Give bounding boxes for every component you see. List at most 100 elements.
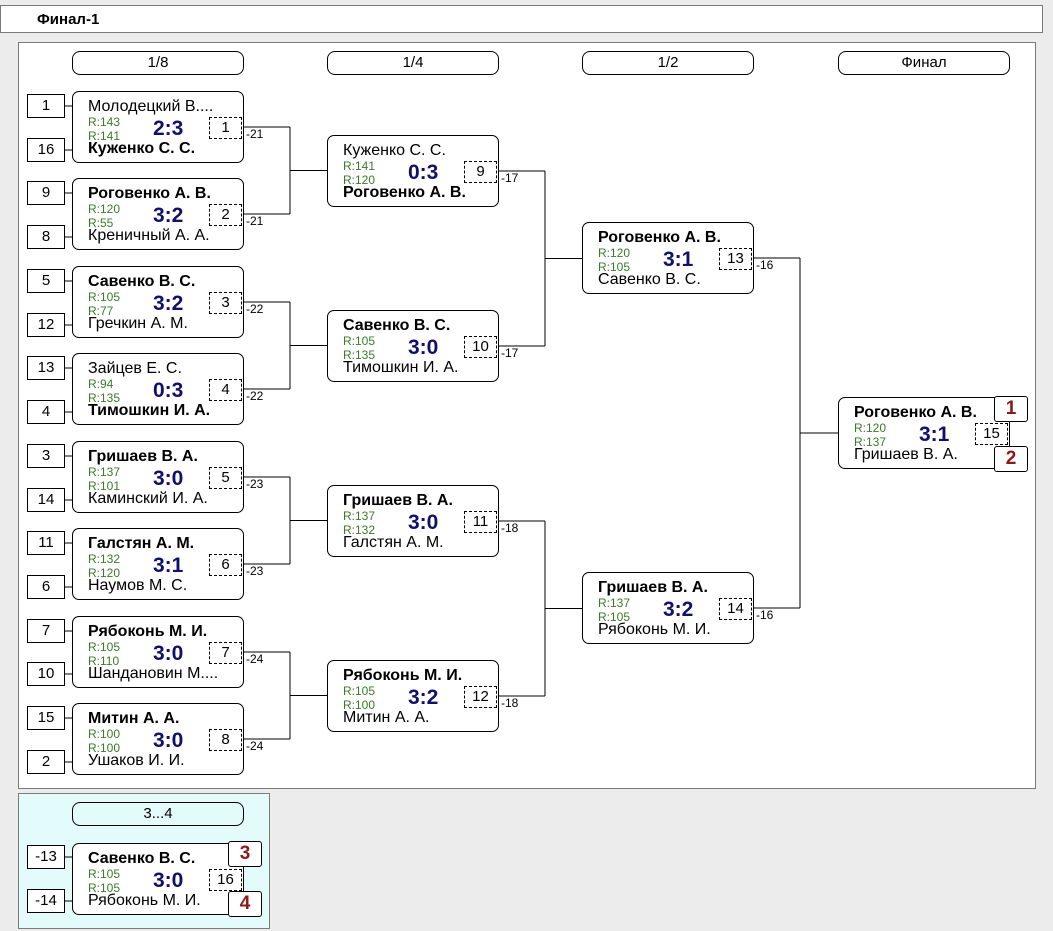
rating-top: R:105 <box>343 334 376 348</box>
match-number: 14 <box>719 598 752 620</box>
match-number: 12 <box>464 686 497 708</box>
seed-box: 8 <box>27 225 65 249</box>
seed-box: 2 <box>27 750 65 774</box>
rating-bottom: R:137 <box>854 435 887 449</box>
match-number: 9 <box>464 161 497 183</box>
loser-destination: -24 <box>245 739 265 753</box>
seed-box: 5 <box>27 269 65 293</box>
player-name-top: Савенко В. С. <box>88 850 196 867</box>
player-name-bottom: Рябоконь М. И. <box>88 892 201 909</box>
match-score: 3:1 <box>153 554 184 577</box>
rating-bottom: R:110 <box>88 654 120 668</box>
match-number: 3 <box>209 292 242 314</box>
loser-destination: -22 <box>245 302 265 316</box>
match-number: 1 <box>209 117 242 139</box>
player-name-top: Гришаев В. А. <box>343 492 453 509</box>
place-badge: 2 <box>994 446 1028 472</box>
match-score: 3:2 <box>408 686 439 709</box>
rating-top: R:94 <box>88 377 114 391</box>
match-score: 0:3 <box>153 379 184 402</box>
player-name-bottom: Каминский И. А. <box>88 490 208 507</box>
match-score: 3:1 <box>663 248 694 271</box>
player-name-top: Митин А. А. <box>88 710 180 727</box>
loser-destination: -18 <box>500 696 520 710</box>
seed-box: 16 <box>27 138 65 162</box>
player-name-top: Роговенко А. В. <box>88 185 211 202</box>
loser-destination: -21 <box>245 214 265 228</box>
match-score: 3:0 <box>408 336 439 359</box>
player-name-bottom: Гришаев В. А. <box>854 446 958 463</box>
rating-bottom: R:120 <box>88 566 121 580</box>
player-name-bottom: Рябоконь М. И. <box>598 621 711 638</box>
player-name-bottom: Савенко В. С. <box>598 271 701 288</box>
match-score: 0:3 <box>408 161 439 184</box>
match-number: 7 <box>209 642 242 664</box>
rating-top: R:100 <box>88 727 121 741</box>
rating-top: R:143 <box>88 115 121 129</box>
player-name-bottom: Тимошкин И. А. <box>343 359 459 376</box>
round-header-1-4: 1/4 <box>327 51 499 75</box>
place-badge: 4 <box>228 891 262 917</box>
rating-top: R:120 <box>88 202 121 216</box>
match-number: 6 <box>209 554 242 576</box>
place-badge: 3 <box>228 841 262 867</box>
seed-box: 9 <box>27 181 65 205</box>
match-score: 3:2 <box>663 598 694 621</box>
loser-destination: -17 <box>500 171 520 185</box>
rating-bottom: R:141 <box>88 129 121 143</box>
rating-bottom: R:101 <box>88 479 121 493</box>
player-name-top: Галстян А. М. <box>88 535 195 552</box>
rating-bottom: R:135 <box>88 391 121 405</box>
rating-top: R:105 <box>88 867 121 881</box>
loser-destination: -24 <box>245 652 265 666</box>
match-number: 10 <box>464 336 497 358</box>
match-number: 8 <box>209 729 242 751</box>
player-name-bottom: Шандановин М.... <box>88 665 219 682</box>
player-name-top: Савенко В. С. <box>343 317 451 334</box>
place-badge: 1 <box>994 396 1028 422</box>
seed-box: 15 <box>27 706 65 730</box>
loser-destination: -23 <box>245 564 265 578</box>
rating-bottom: R:55 <box>88 216 114 230</box>
player-name-top: Молодецкий В.... <box>88 98 214 115</box>
rating-top: R:141 <box>343 159 376 173</box>
rating-bottom: R:105 <box>598 610 631 624</box>
player-name-bottom: Тимошкин И. А. <box>88 402 211 419</box>
player-name-top: Рябоконь М. И. <box>343 667 463 684</box>
rating-top: R:105 <box>88 640 121 654</box>
seed-box: -14 <box>27 889 65 913</box>
title-bar: Финал-1 <box>0 5 1043 33</box>
player-name-top: Куженко С. С. <box>343 142 446 159</box>
seed-box: 7 <box>27 619 65 643</box>
player-name-top: Роговенко А. В. <box>598 229 721 246</box>
loser-destination: -17 <box>500 346 520 360</box>
loser-destination: -22 <box>245 389 265 403</box>
player-name-top: Савенко В. С. <box>88 273 196 290</box>
round-header-third-place: 3...4 <box>72 802 244 826</box>
rating-top: R:132 <box>88 552 121 566</box>
player-name-top: Гришаев В. А. <box>598 579 708 596</box>
match-score: 3:0 <box>408 511 439 534</box>
match-number: 15 <box>975 423 1008 445</box>
player-name-top: Зайцев Е. С. <box>88 360 182 377</box>
match-number: 2 <box>209 204 242 226</box>
match-score: 3:0 <box>153 642 184 665</box>
rating-top: R:137 <box>598 596 631 610</box>
round-header-1-2: 1/2 <box>582 51 754 75</box>
